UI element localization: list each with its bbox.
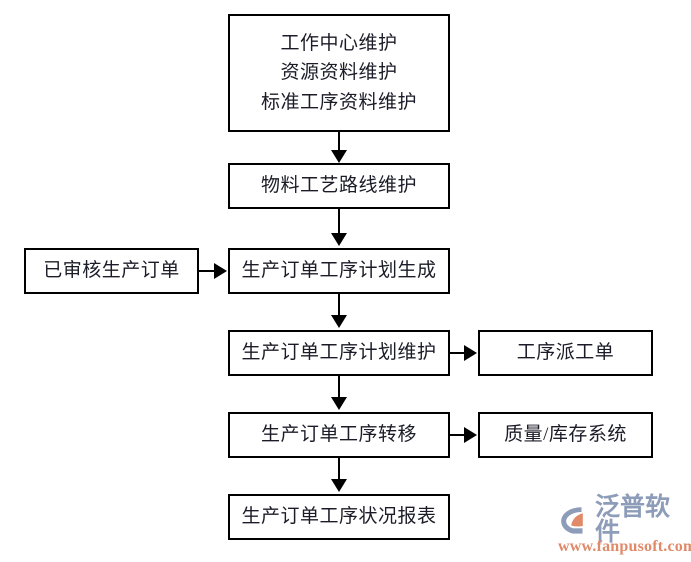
arrow-down-plan-generate-to-plan-maintain	[338, 294, 340, 317]
node-label-line: 资源资料维护	[280, 62, 398, 84]
node-label-line: 质量/库存系统	[504, 424, 627, 446]
watermark-brand-row: 泛普软件	[558, 495, 686, 545]
node-order-operation-plan-maintain[interactable]: 生产订单工序计划维护	[228, 330, 450, 376]
watermark-url: www.fanpusoft.com	[558, 538, 691, 555]
arrow-down-basic-to-routing	[338, 132, 340, 152]
arrowhead-right-icon	[214, 263, 227, 279]
arrowhead-down-icon	[331, 397, 347, 410]
arrow-down-routing-to-plan-generate	[338, 209, 340, 235]
node-material-routing-maintenance[interactable]: 物料工艺路线维护	[228, 163, 450, 209]
node-label-line: 工作中心维护	[280, 32, 398, 54]
arrow-right-approved-order-to-plan-generate	[199, 270, 216, 272]
arrow-down-plan-maintain-to-transfer	[338, 376, 340, 399]
arrowhead-down-icon	[331, 479, 347, 492]
node-label-line: 生产订单工序计划维护	[241, 342, 437, 364]
arrowhead-down-icon	[331, 150, 347, 163]
node-label-line: 物料工艺路线维护	[260, 175, 417, 197]
arrowhead-right-icon	[464, 427, 477, 443]
arrowhead-down-icon	[331, 315, 347, 328]
fanpu-logo-mark-icon	[561, 506, 583, 534]
arrowhead-down-icon	[331, 233, 347, 246]
node-operation-dispatch-order[interactable]: 工序派工单	[478, 330, 653, 376]
arrow-right-transfer-to-quality-inventory	[450, 434, 466, 436]
watermark-logo: 泛普软件 www.fanpusoft.com	[558, 495, 691, 556]
node-label-line: 生产订单工序状况报表	[241, 506, 437, 528]
node-basic-data-maintenance[interactable]: 工作中心维护 资源资料维护 标准工序资料维护	[228, 14, 450, 132]
node-label-line: 生产订单工序转移	[260, 424, 417, 446]
node-quality-inventory-system[interactable]: 质量/库存系统	[478, 412, 653, 458]
node-approved-production-order[interactable]: 已审核生产订单	[24, 248, 199, 294]
node-label-line: 标准工序资料维护	[260, 91, 417, 113]
watermark-brand-name: 泛普软件	[595, 493, 671, 546]
node-order-operation-plan-generate[interactable]: 生产订单工序计划生成	[228, 248, 450, 294]
node-order-operation-status-report[interactable]: 生产订单工序状况报表	[228, 494, 450, 540]
arrowhead-right-icon	[464, 345, 477, 361]
arrow-down-transfer-to-status-report	[338, 458, 340, 481]
node-label-line: 已审核生产订单	[43, 260, 180, 282]
node-order-operation-transfer[interactable]: 生产订单工序转移	[228, 412, 450, 458]
node-label-line: 生产订单工序计划生成	[241, 260, 437, 282]
arrow-right-plan-maintain-to-dispatch-order	[450, 352, 466, 354]
node-label-line: 工序派工单	[516, 342, 615, 364]
